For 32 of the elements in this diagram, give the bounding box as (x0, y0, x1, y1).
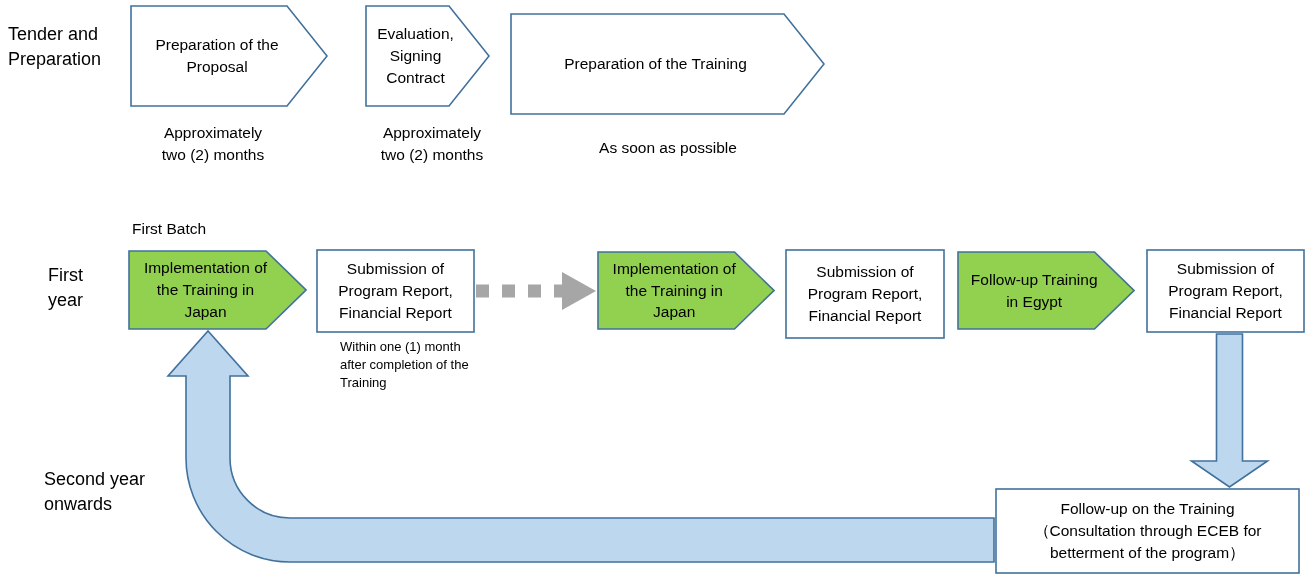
block-arrow (1188, 333, 1271, 488)
step-text: Preparation of the Proposal (154, 35, 280, 77)
step-text: Follow-up Training in Egypt (969, 269, 1099, 312)
duration-text: Approximately two (2) months (379, 123, 485, 165)
step-text: Submission of Program Report, Financial Report (337, 259, 454, 323)
step-text: （Consultation through ECEB for betterment of the program） (1032, 521, 1263, 563)
chevron-step (510, 13, 825, 115)
process-box (995, 488, 1300, 574)
note-text: Within one (1) month after completion of the Training (340, 338, 470, 393)
block-arrow (167, 330, 995, 563)
step-text: Implementation of the Training in Japan (611, 258, 737, 323)
chevron-step (365, 5, 490, 107)
step-text: Submission of Program Report, Financial Report (1167, 259, 1284, 323)
row-label: First year (48, 264, 84, 313)
step-text: Preparation of the Training (564, 54, 747, 75)
duration-text: Approximately two (2) months (160, 123, 266, 165)
chevron-step (128, 250, 307, 330)
batch-heading: First Batch (132, 219, 208, 239)
duration-text: As soon as possible (598, 138, 738, 158)
step-text: Implementation of the Training in Japan (142, 258, 269, 322)
chevron-step (957, 251, 1135, 330)
row-label: Second year onwards (44, 468, 147, 517)
process-box (785, 249, 945, 339)
process-box (1146, 249, 1305, 333)
process-box (316, 249, 475, 333)
row-label: Tender and Preparation (8, 23, 103, 72)
step-text: Follow-up on the Training (1060, 499, 1235, 520)
step-text: Submission of Program Report, Financial Report (806, 262, 924, 326)
chevron-step (597, 251, 775, 330)
step-text: Evaluation, Signing Contract (376, 24, 455, 88)
chevron-step (130, 5, 328, 107)
dashed-arrow (476, 272, 596, 310)
